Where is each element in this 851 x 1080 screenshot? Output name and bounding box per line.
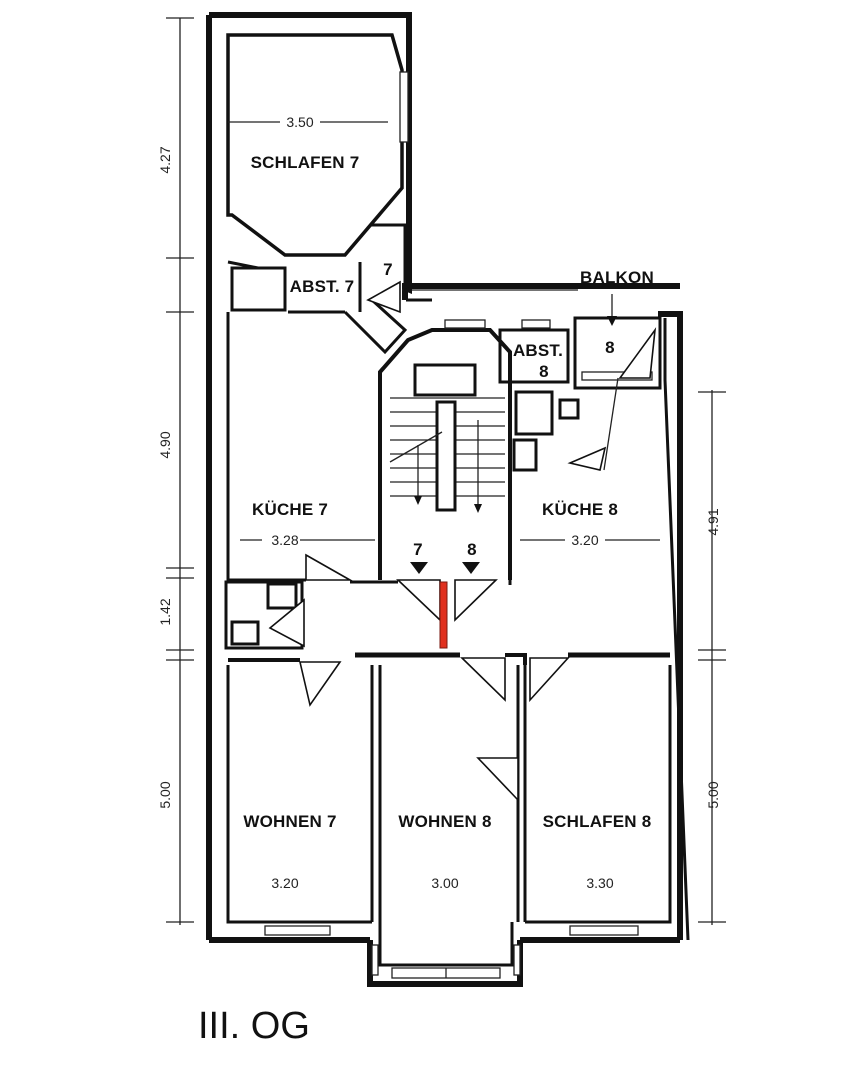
- window-wohnen7: [264, 925, 331, 936]
- label-balkon-unit8: 8: [605, 338, 615, 357]
- label-abst8-num: 8: [539, 362, 549, 381]
- door-abst7: [366, 280, 401, 314]
- label-schlafen7: SCHLAFEN 7: [251, 153, 360, 172]
- room-kueche7: 3.28 KÜCHE 7: [226, 260, 398, 584]
- dim-right-schlafen8: 5.00: [705, 781, 721, 808]
- label-kueche7: KÜCHE 7: [252, 500, 328, 519]
- label-abst8: ABST.: [513, 341, 563, 360]
- dim-left-wohnen7: 5.00: [157, 781, 173, 808]
- left-dimension-chain: 4.27 4.90 1.42 5.00: [157, 17, 194, 925]
- label-abst7: ABST. 7: [290, 277, 355, 296]
- room-schlafen7: 3.50 SCHLAFEN 7: [226, 33, 409, 257]
- width-wohnen7: 3.20: [271, 875, 298, 891]
- width-wohnen8: 3.00: [431, 875, 458, 891]
- balkon-door: [618, 327, 657, 379]
- window-bay-left: [371, 944, 379, 976]
- toilet: [266, 582, 298, 610]
- dim-left-bath: 1.42: [157, 598, 173, 625]
- window-bay-right: [513, 944, 521, 976]
- floor-title: III. OG: [198, 1005, 310, 1047]
- width-schlafen7: 3.50: [286, 114, 313, 130]
- room-bath7: [224, 580, 305, 650]
- label-stair-unit7: 7: [413, 540, 423, 559]
- dim-left-kueche7: 4.90: [157, 431, 173, 458]
- label-wohnen7: WOHNEN 7: [243, 812, 336, 831]
- window-stairwell: [444, 319, 486, 329]
- room-abst8: ABST. 8: [498, 319, 570, 384]
- stairwell: 7 8: [378, 319, 512, 649]
- room-wohnen7: WOHNEN 7 3.20: [243, 812, 336, 936]
- dim-left-schlafen7: 4.27: [157, 146, 173, 173]
- door-wohnen8: [460, 657, 506, 702]
- label-wohnen8: WOHNEN 8: [398, 812, 491, 831]
- width-kueche7: 3.28: [271, 532, 298, 548]
- door-unit7-entry: [396, 579, 441, 622]
- arrow-unit7: [410, 562, 428, 574]
- label-schlafen8: SCHLAFEN 8: [543, 812, 652, 831]
- width-kueche8: 3.20: [571, 532, 598, 548]
- label-balkon: BALKON: [580, 268, 654, 287]
- door-schlafen8: [529, 657, 570, 703]
- room-wohnen8: WOHNEN 8 3.00: [371, 812, 521, 979]
- sink: [230, 620, 260, 646]
- interior-walls-lower: [226, 652, 672, 924]
- right-dimension-chain: 4.91 5.00: [698, 390, 726, 925]
- width-schlafen8: 3.30: [586, 875, 613, 891]
- room-schlafen8: SCHLAFEN 8 3.30: [543, 812, 652, 936]
- label-stair-unit8: 8: [467, 540, 477, 559]
- door-kueche7: [305, 553, 354, 581]
- door-unit8-entry: [454, 579, 498, 622]
- door-wohnen8-schlafen8: [476, 757, 519, 802]
- door-kueche8-swing: [567, 446, 607, 471]
- dim-right-kueche8: 4.91: [705, 508, 721, 535]
- door-wohnen7: [298, 661, 342, 707]
- room-balkon8: 8: [567, 316, 662, 471]
- window-schlafen8: [569, 925, 639, 936]
- room-abst7: ABST. 7 7: [230, 223, 408, 355]
- room-kueche8: KÜCHE 8 3.20: [508, 390, 660, 585]
- window-schlafen7: [399, 71, 409, 143]
- door-bath7: [268, 598, 305, 648]
- label-unit7-tag: 7: [383, 260, 393, 279]
- stair-treads: [390, 411, 505, 497]
- window-abst8: [521, 319, 551, 329]
- label-kueche8: KÜCHE 8: [542, 500, 618, 519]
- balkon-door-window: [581, 371, 653, 381]
- balkon-callout: BALKON: [402, 268, 654, 326]
- arrow-unit8: [462, 562, 480, 574]
- partition-wall-red: [439, 581, 448, 649]
